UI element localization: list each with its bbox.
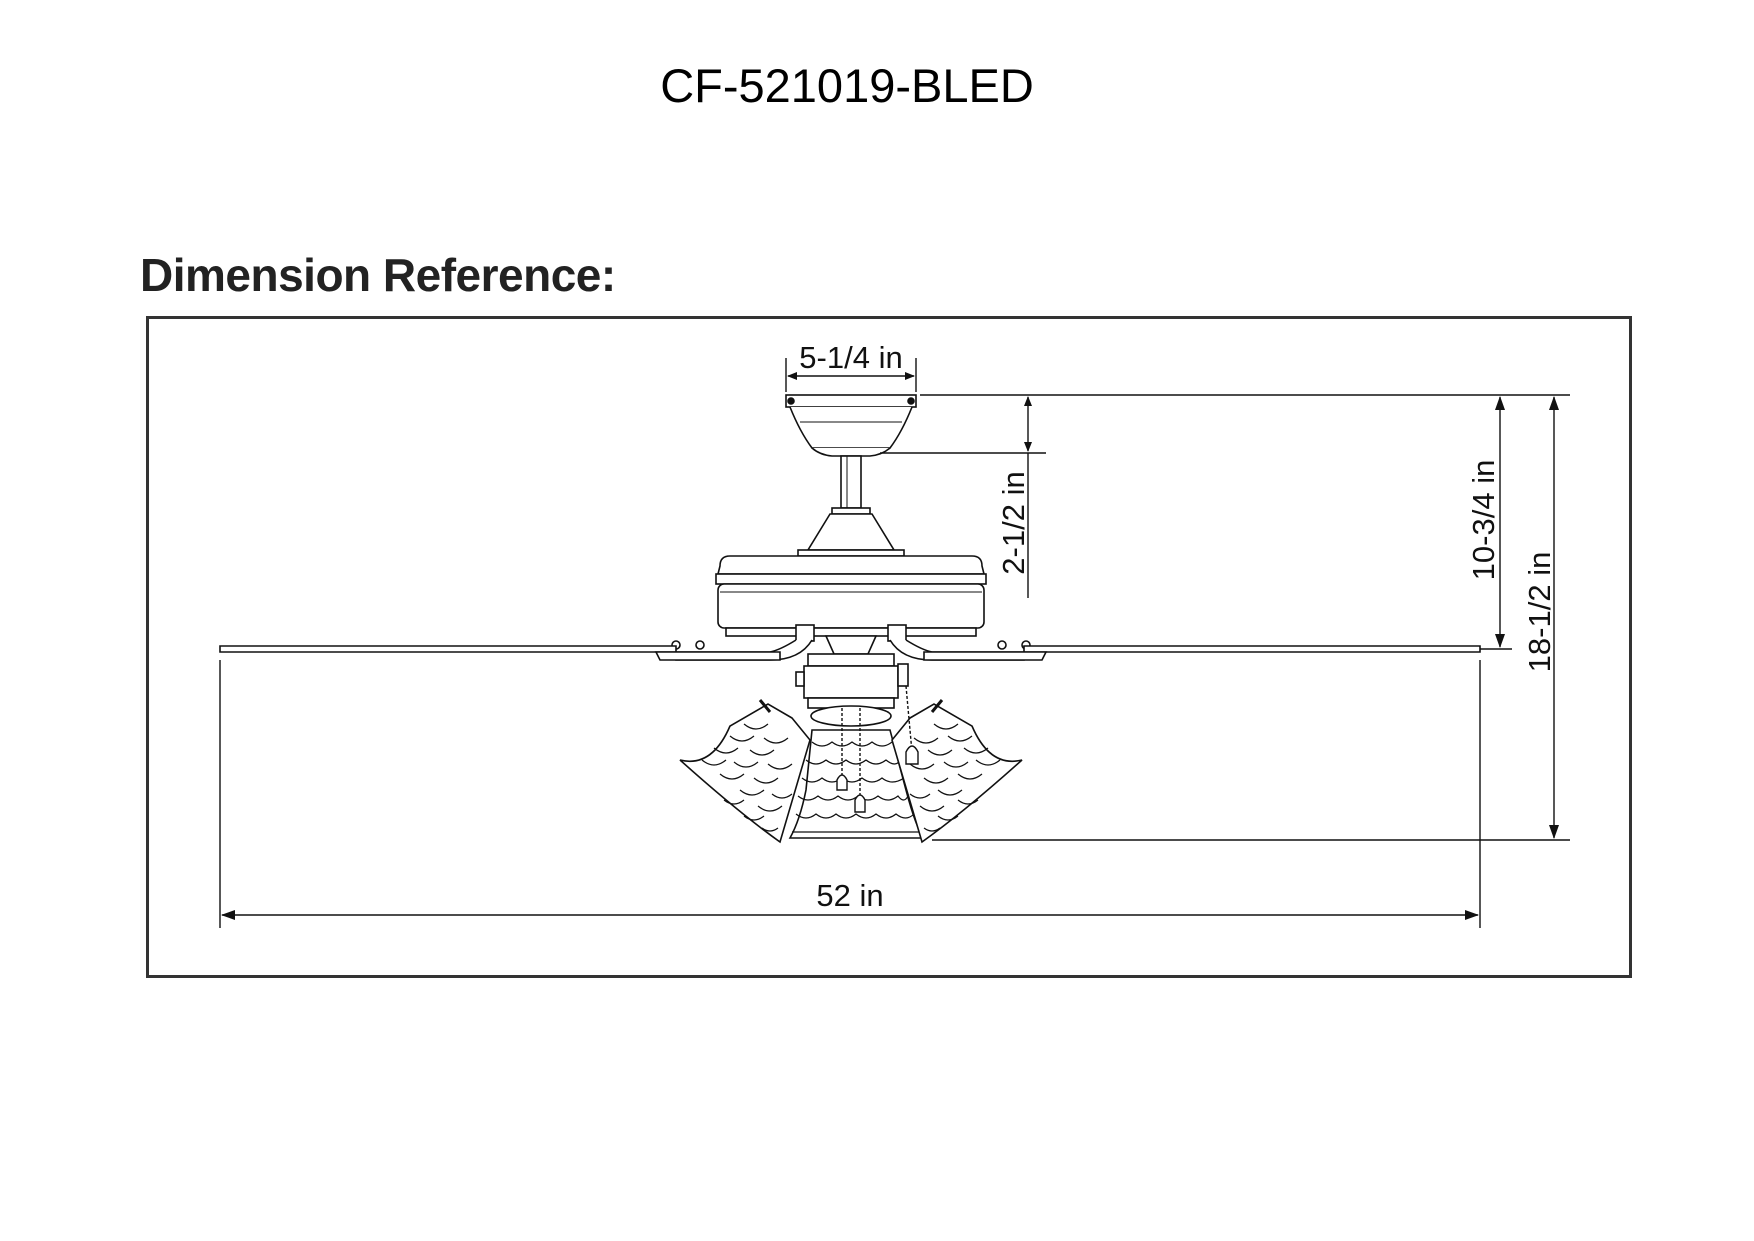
shade-screws [758, 699, 944, 713]
overall-height-label: 18-1/2 in [1522, 552, 1557, 673]
motor-top [797, 507, 905, 566]
ceiling-fan-illustration [219, 394, 1481, 844]
section-heading: Dimension Reference: [140, 249, 616, 301]
fan-blades [219, 645, 1481, 661]
blade-span-dimension [219, 660, 1481, 928]
ceiling-to-blade-label: 10-3/4 in [1466, 460, 1501, 581]
motor-housing [715, 555, 987, 637]
light-shade-left [679, 703, 811, 844]
downrod [840, 455, 862, 509]
downrod-drop-label: 2-1/2 in [996, 471, 1031, 574]
canopy [785, 394, 917, 457]
pull-chains [836, 685, 919, 813]
model-title: CF-521019-BLED [660, 59, 1034, 112]
drawing-frame [146, 316, 1632, 978]
blade-span-label: 52 in [816, 878, 883, 913]
light-shade-center [788, 729, 926, 839]
canopy-width-dimension [785, 358, 917, 392]
light-shade-right [891, 703, 1023, 844]
dimension-lines [219, 358, 1570, 928]
light-kit-housing [795, 635, 909, 727]
canopy-width-label: 5-1/4 in [799, 340, 902, 375]
